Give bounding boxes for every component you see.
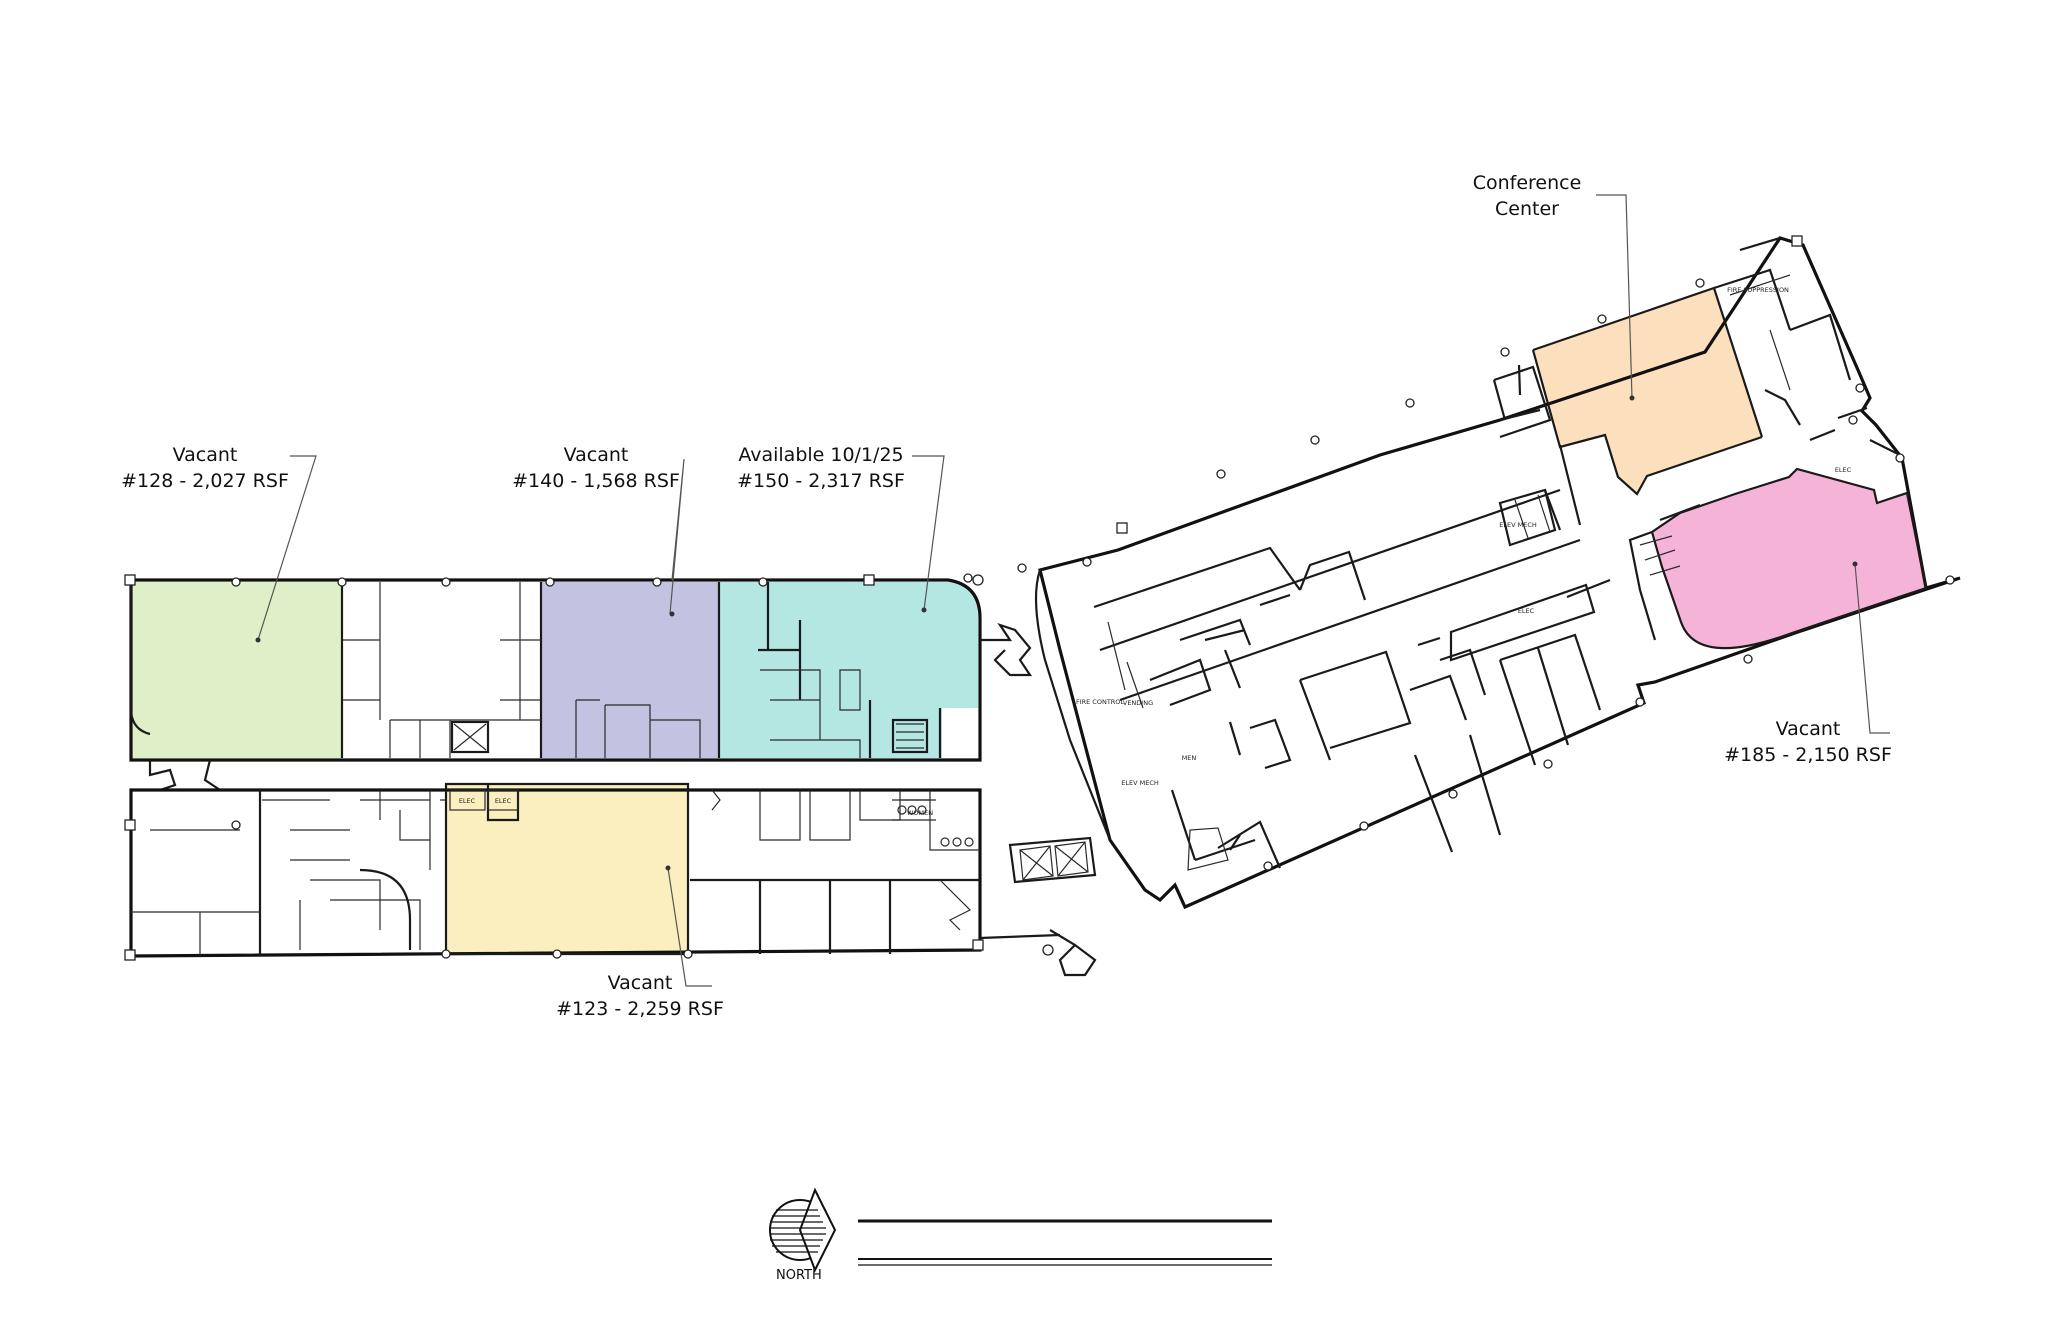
west-building: ELEC ELEC WOMEN xyxy=(124,574,984,961)
suite-128-area[interactable] xyxy=(131,582,342,758)
suite-140-status: Vacant xyxy=(563,444,629,466)
conference-center-area[interactable] xyxy=(1533,288,1762,494)
suite-123-detail: #123 - 2,259 RSF xyxy=(556,998,724,1020)
elec-label-c: ELEC xyxy=(1835,466,1852,474)
suite-185-area[interactable] xyxy=(1652,469,1926,649)
elec-label-a: ELEC xyxy=(459,797,476,805)
conference-center-line1: Conference xyxy=(1472,172,1582,194)
elev-mech-label-b: ELEV MECH xyxy=(1121,779,1159,787)
scale-bar xyxy=(858,1219,1272,1266)
conference-center-callout: Conference Center xyxy=(1462,170,1592,222)
suite-123-callout: Vacant #123 - 2,259 RSF xyxy=(552,970,728,1022)
connector-north xyxy=(963,563,1033,677)
elev-mech-label-a: ELEV MECH xyxy=(1499,521,1537,529)
suite-123-status: Vacant xyxy=(607,972,673,994)
suite-140-callout: Vacant #140 - 1,568 RSF xyxy=(508,442,684,494)
suite-123-area[interactable] xyxy=(446,784,688,954)
vending-label: VENDING xyxy=(1123,699,1153,707)
elec-label-d: ELEC xyxy=(1518,607,1535,615)
men-restroom-label: MEN xyxy=(1182,754,1197,762)
suite-140-detail: #140 - 1,568 RSF xyxy=(512,470,680,492)
suite-185-callout: Vacant #185 - 2,150 RSF xyxy=(1720,716,1896,768)
suite-128-callout: Vacant #128 - 2,027 RSF xyxy=(120,442,290,494)
conference-center-line2: Center xyxy=(1495,198,1559,220)
north-label: NORTH xyxy=(776,1268,822,1283)
leader-lines xyxy=(255,194,1890,987)
fire-control-label: FIRE CONTROL xyxy=(1076,698,1124,706)
suite-150-detail: #150 - 2,317 RSF xyxy=(737,470,905,492)
elevator-block xyxy=(1008,836,1097,884)
suite-185-status: Vacant xyxy=(1775,718,1841,740)
suite-150-callout: Available 10/1/25 #150 - 2,317 RSF xyxy=(730,442,912,494)
suite-185-detail: #185 - 2,150 RSF xyxy=(1724,744,1892,766)
elec-label-b: ELEC xyxy=(495,797,512,805)
suite-140-area[interactable] xyxy=(541,582,719,758)
connector-south xyxy=(979,929,1097,977)
fire-suppression-label: FIRE SUPPRESSION xyxy=(1727,286,1789,294)
women-restroom-label: WOMEN xyxy=(907,809,933,817)
east-building: FIRE SUPPRESSION ELEC ELEC VENDING FIRE … xyxy=(1034,235,1961,910)
suite-128-detail: #128 - 2,027 RSF xyxy=(121,470,289,492)
suite-128-status: Vacant xyxy=(172,444,238,466)
suite-150-status: Available 10/1/25 xyxy=(738,444,904,466)
north-arrow[interactable] xyxy=(769,1187,837,1273)
